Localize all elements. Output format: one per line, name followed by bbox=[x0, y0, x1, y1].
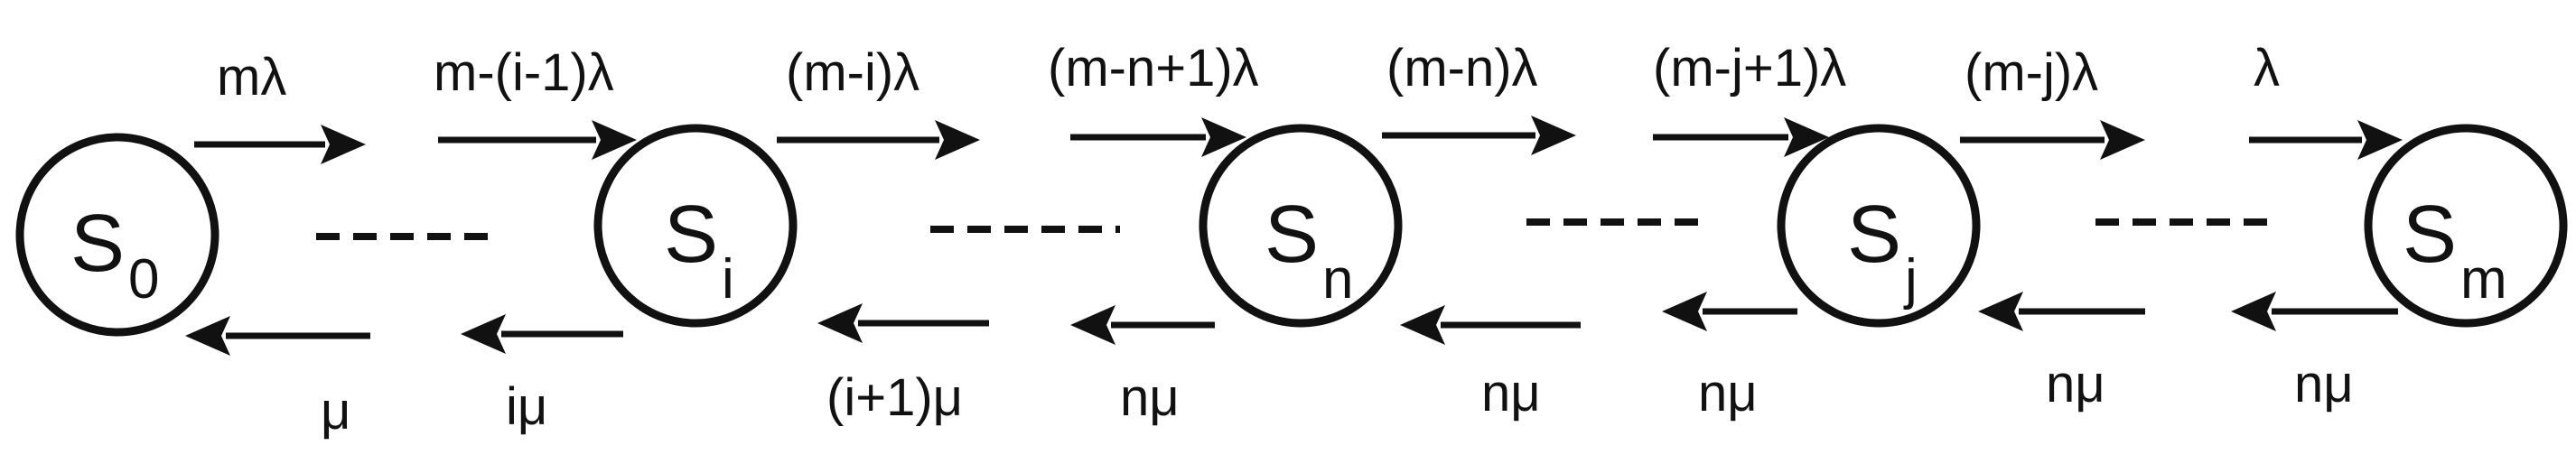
state-s0-circle bbox=[15, 133, 219, 337]
backward-label-2: iμ bbox=[506, 377, 547, 436]
backward-arrow-8 bbox=[2231, 292, 2398, 331]
forward-arrow-8 bbox=[2249, 120, 2403, 160]
state-sm: Sm bbox=[2364, 124, 2568, 328]
state-sm-circle bbox=[2364, 124, 2568, 328]
backward-label-1: μ bbox=[321, 382, 350, 441]
backward-arrow-7 bbox=[1978, 292, 2145, 331]
state-sn-circle bbox=[1199, 124, 1403, 328]
state-si-circle bbox=[593, 124, 798, 328]
state-sn-label: Sn bbox=[1265, 190, 1354, 311]
state-s0: S0 bbox=[15, 133, 219, 337]
backward-arrow-6 bbox=[1662, 292, 1797, 331]
backward-arrow-1 bbox=[185, 316, 370, 356]
forward-label-1: mλ bbox=[217, 48, 286, 107]
backward-label-4: nμ bbox=[1120, 368, 1180, 427]
forward-label-7: (m-j)λ bbox=[1965, 43, 2098, 102]
forward-arrow-7 bbox=[1960, 120, 2145, 160]
state-si-label: Si bbox=[664, 190, 734, 311]
state-sn: Sn bbox=[1199, 124, 1403, 328]
forward-label-6: (m-j+1)λ bbox=[1653, 39, 1846, 97]
backward-label-3: (i+1)μ bbox=[826, 368, 963, 427]
backward-label-5: nμ bbox=[1481, 364, 1541, 422]
forward-label-2: m-(i-1)λ bbox=[434, 43, 614, 102]
forward-label-4: (m-n+1)λ bbox=[1048, 39, 1259, 97]
backward-arrow-5 bbox=[1400, 305, 1581, 345]
state-sj: Sj bbox=[1777, 124, 1981, 328]
backward-arrow-3 bbox=[817, 303, 989, 343]
forward-label-5: (m-n)λ bbox=[1386, 39, 1538, 97]
backward-arrow-2 bbox=[461, 314, 623, 354]
state-sj-label: Sj bbox=[1847, 190, 1918, 311]
forward-arrow-5 bbox=[1382, 116, 1576, 155]
forward-label-3: (m-i)λ bbox=[786, 43, 919, 102]
forward-arrow-1 bbox=[194, 125, 366, 164]
forward-arrow-6 bbox=[1653, 117, 1829, 157]
state-si: Si bbox=[593, 124, 798, 328]
forward-label-8: λ bbox=[2254, 39, 2280, 97]
forward-arrow-4 bbox=[1070, 117, 1246, 157]
state-sj-circle bbox=[1777, 124, 1981, 328]
backward-label-6: nμ bbox=[1698, 364, 1758, 422]
state-s0-label: S0 bbox=[70, 199, 160, 311]
backward-arrow-4 bbox=[1070, 305, 1215, 345]
forward-arrow-2 bbox=[438, 120, 637, 160]
backward-label-8: nμ bbox=[2294, 355, 2354, 413]
backward-label-7: nμ bbox=[2046, 355, 2105, 413]
forward-arrow-3 bbox=[777, 120, 980, 160]
state-sm-label: Sm bbox=[2403, 190, 2507, 311]
